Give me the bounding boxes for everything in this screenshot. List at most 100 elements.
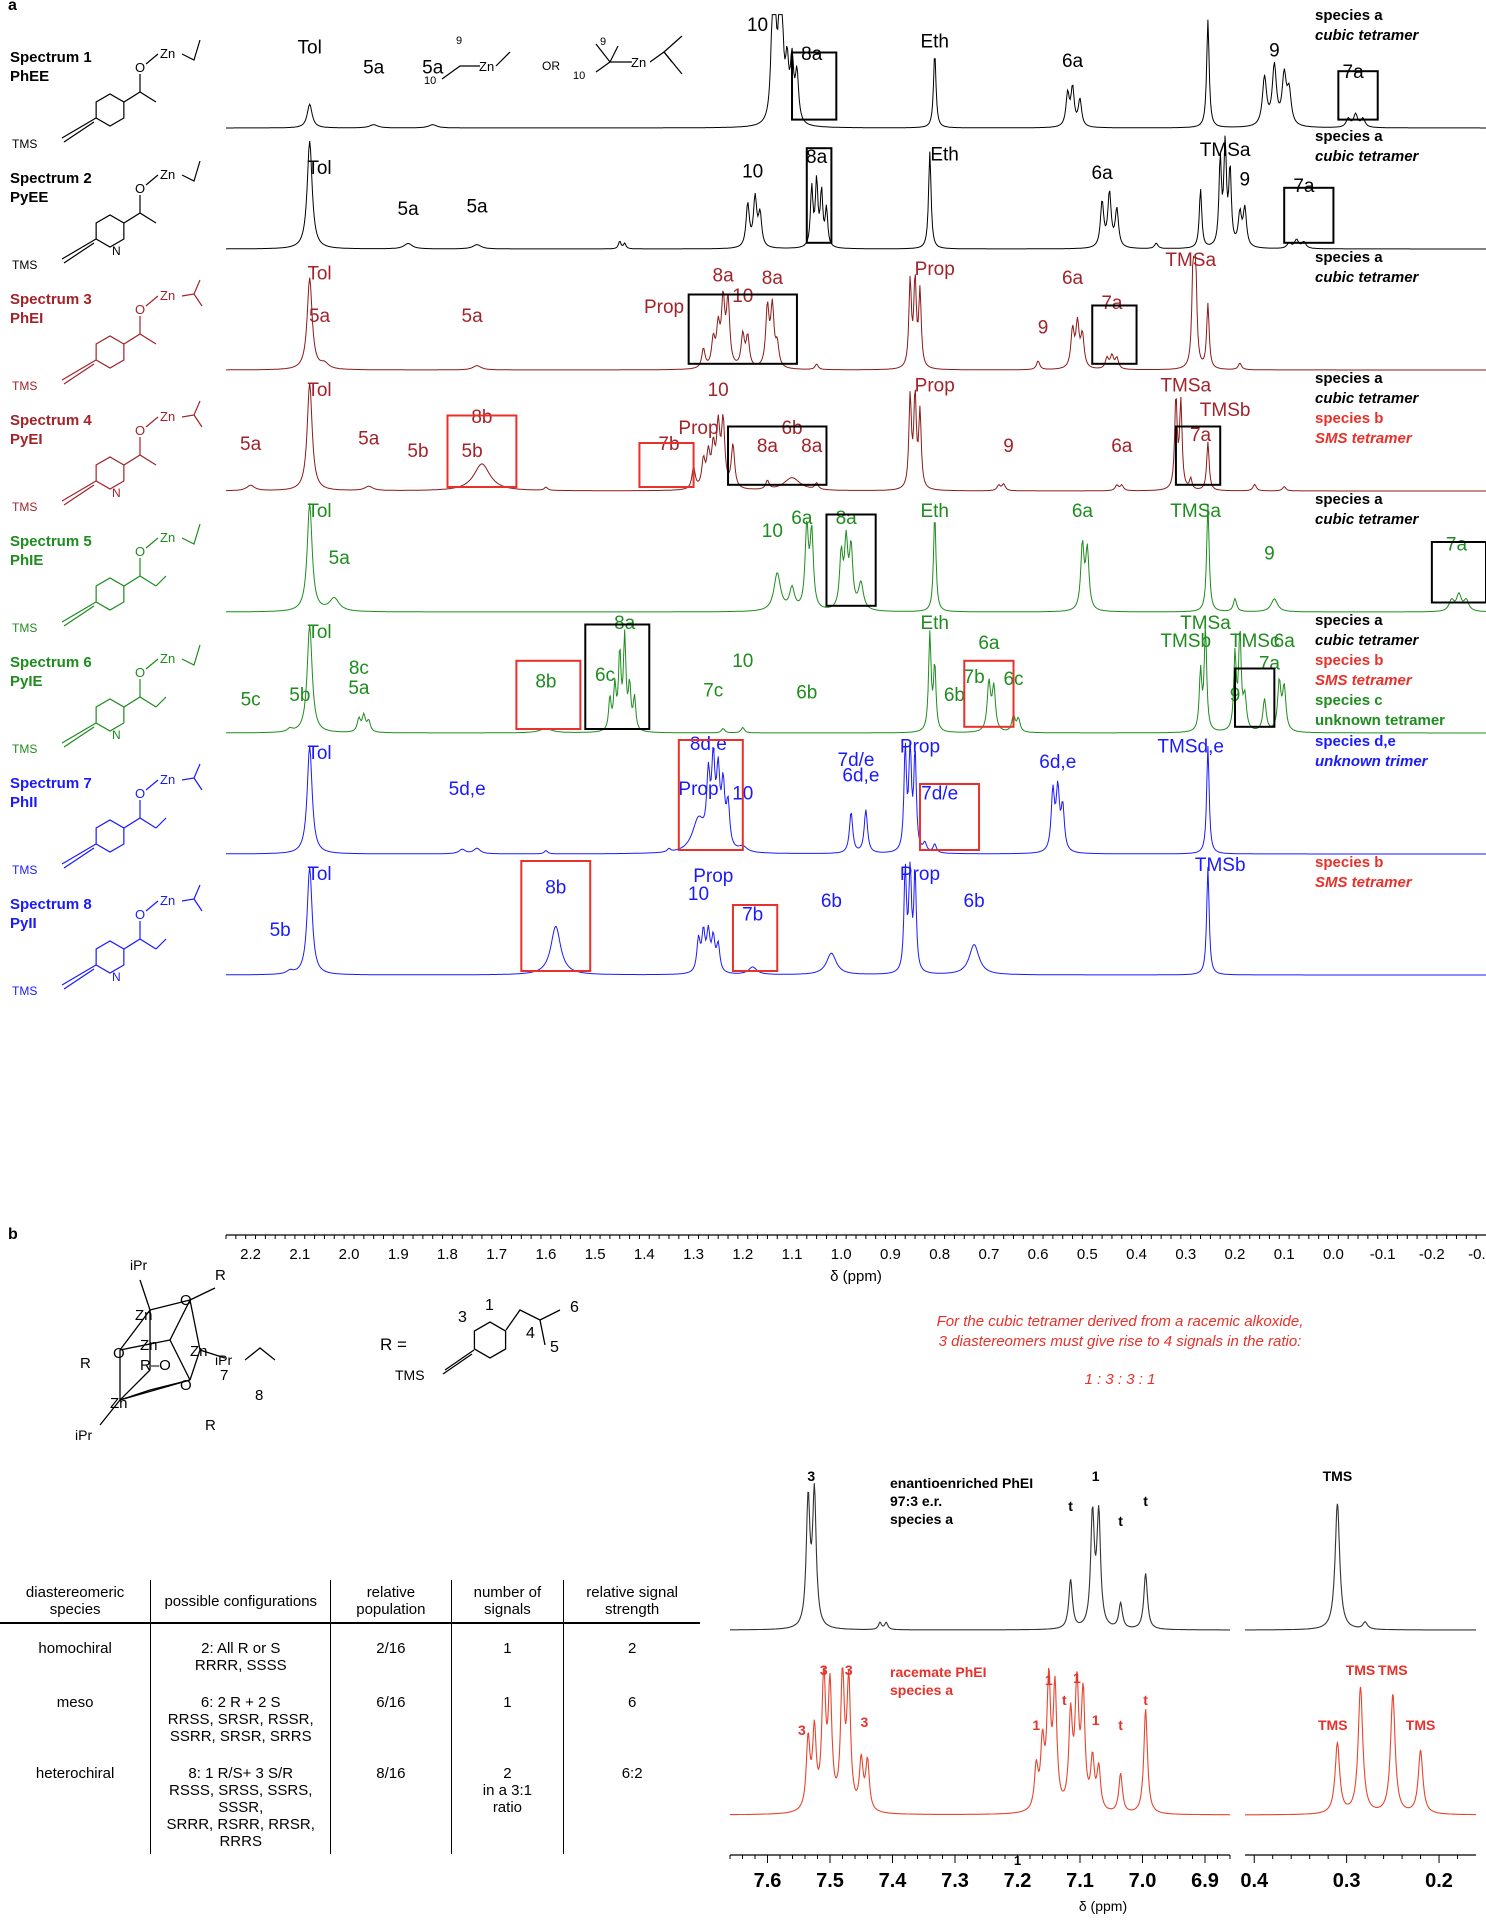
peak-label: 6b <box>964 891 985 912</box>
table-header: diastereomeric species <box>0 1580 151 1624</box>
alkyne-bond <box>63 484 95 506</box>
peak-label: 6a <box>978 633 1000 654</box>
alkyne-bond <box>61 722 97 744</box>
spectrum-title: Spectrum 4 <box>10 412 92 429</box>
zn-label: Zn <box>160 167 175 182</box>
peak-label: Prop <box>900 737 940 758</box>
alkyne-bond <box>61 964 97 986</box>
zn-bond <box>145 658 159 670</box>
spectrum-title: Spectrum 3 <box>10 291 92 308</box>
highlight-box <box>1283 186 1335 244</box>
b-trace <box>1245 1686 1476 1816</box>
alkyne-bond <box>61 117 97 139</box>
spectrum-code: PhEI <box>10 310 43 327</box>
alkyne-bond <box>61 238 97 260</box>
species-label: species a <box>1315 7 1383 24</box>
highlight-box <box>1337 70 1379 121</box>
spectrum-code: PhIE <box>10 552 43 569</box>
table-cell: 8/16 <box>330 1749 452 1854</box>
species-label: species b <box>1315 410 1383 427</box>
highlight-box <box>731 904 779 972</box>
peak-label: Tol <box>307 264 331 285</box>
peak-label: 10 <box>742 161 763 182</box>
cube-bond <box>149 1299 191 1311</box>
reagent-or: OR <box>542 59 560 73</box>
b-peak-label: t <box>1118 1717 1123 1733</box>
cube-bond <box>169 1339 191 1381</box>
panel-b-label: b <box>8 1226 18 1243</box>
b-tms-label: TMS <box>1378 1662 1408 1678</box>
x-tick-label: 0.0 <box>1323 1246 1344 1263</box>
peak-label: 7a <box>1259 654 1281 675</box>
peak-label: 6a <box>1092 163 1114 184</box>
o-label: O <box>135 423 145 438</box>
zn-bond <box>145 900 159 912</box>
peak-label: 8a <box>757 436 779 457</box>
x-tick-label: 1.8 <box>437 1246 458 1263</box>
tms-label: TMS <box>12 137 37 151</box>
peak-label: 9 <box>1240 170 1251 191</box>
r-equals: R = <box>380 1335 407 1354</box>
peak-label: 5a <box>309 306 331 327</box>
ring <box>95 456 125 490</box>
b-trace <box>730 1483 1230 1631</box>
tms-label: TMS <box>12 379 37 393</box>
r-alkyne <box>442 1353 473 1375</box>
n-label: N <box>112 486 121 500</box>
b-tick-label: 7.6 <box>754 1870 782 1892</box>
b-tms-label: TMS <box>1318 1717 1348 1733</box>
zn-label: Zn <box>160 409 175 424</box>
cube-bond <box>169 1299 191 1341</box>
ipr-label: iPr <box>215 1352 232 1368</box>
cube-bond <box>139 1279 151 1311</box>
spectrum-title: Spectrum 2 <box>10 170 92 187</box>
peak-label: 6a <box>1274 631 1296 652</box>
b-peak-label: 1 <box>1045 1672 1053 1688</box>
ring <box>95 577 125 611</box>
peak-label: TMSa <box>1165 250 1216 271</box>
highlight-box <box>1233 667 1276 728</box>
peak-label: 5a <box>329 548 351 569</box>
peak-label: 8a <box>806 147 828 168</box>
alkyne-bond <box>63 363 95 385</box>
n-label: N <box>112 970 121 984</box>
x-tick-label: -0.2 <box>1419 1246 1445 1263</box>
species-label: species b <box>1315 854 1383 871</box>
peak-label: 8b <box>545 878 566 899</box>
b-tick-label: 7.5 <box>816 1870 844 1892</box>
peak-label: TMSd,e <box>1157 737 1224 758</box>
x-tick-label: 0.8 <box>929 1246 950 1263</box>
species-label: cubic tetramer <box>1315 632 1420 649</box>
table-cell: 6: 2 R + 2 S RRSS, SRSR, RSSR, SSRR, SRS… <box>150 1678 331 1749</box>
spectrum-trace-5 <box>226 503 1486 613</box>
peak-label: 5a <box>466 197 488 218</box>
alkyne-bond <box>63 242 95 264</box>
b-tick-label: 7.0 <box>1129 1870 1157 1892</box>
peak-label: TMSb <box>1195 855 1246 876</box>
peak-label: Tol <box>307 380 331 401</box>
x-tick-label: -0.1 <box>1370 1246 1396 1263</box>
table-header: relative population <box>330 1580 452 1624</box>
b-peak-label: t <box>1068 1498 1073 1514</box>
cube-bond <box>189 1299 201 1351</box>
reagent-label-10a: 10 <box>424 75 436 87</box>
x-tick-label: 0.5 <box>1077 1246 1098 1263</box>
peak-label: 6b <box>944 685 965 706</box>
peak-label: 5a <box>462 306 484 327</box>
spectrum-code: PyII <box>10 915 37 932</box>
o-label: O <box>135 786 145 801</box>
x-axis-title: δ (ppm) <box>830 1268 882 1285</box>
r-label: R <box>205 1417 216 1434</box>
reagent-label-9b: 9 <box>600 36 606 48</box>
x-tick-label: 0.7 <box>978 1246 999 1263</box>
panel-a-label: a <box>8 0 17 14</box>
alkyne-bond <box>63 968 95 990</box>
b-peak-label: 1 <box>1073 1670 1081 1686</box>
zn-bond <box>145 779 159 791</box>
